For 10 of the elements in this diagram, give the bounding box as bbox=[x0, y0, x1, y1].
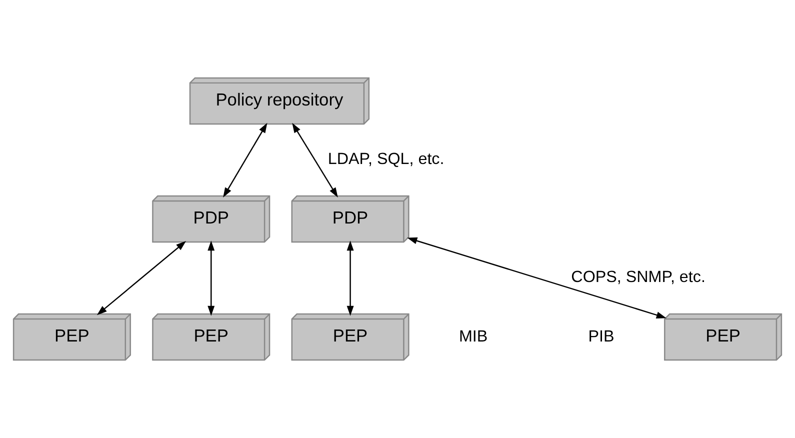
label: MIB bbox=[458, 327, 488, 346]
edge-label: LDAP, SQL, etc. bbox=[328, 150, 444, 168]
arrow bbox=[407, 237, 666, 318]
arrow bbox=[346, 240, 354, 316]
arrow bbox=[96, 241, 186, 316]
arrow bbox=[223, 122, 268, 198]
arrow bbox=[208, 240, 215, 316]
arrow bbox=[292, 122, 338, 198]
label: PIB bbox=[588, 327, 614, 346]
edge-label: COPS, SNMP, etc. bbox=[571, 268, 706, 286]
